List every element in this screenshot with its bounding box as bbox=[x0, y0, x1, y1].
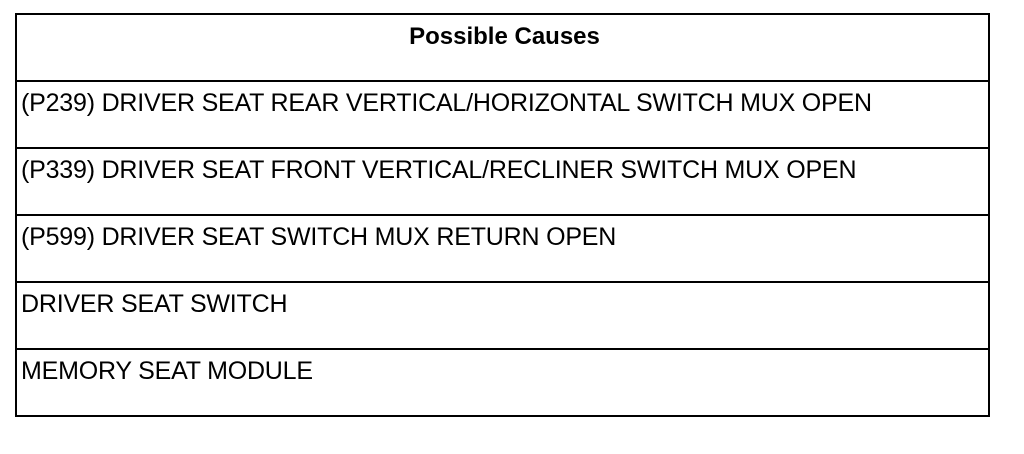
table-header-possible-causes: Possible Causes bbox=[15, 13, 990, 82]
table-row: DRIVER SEAT SWITCH bbox=[15, 281, 990, 350]
table-row: (P239) DRIVER SEAT REAR VERTICAL/HORIZON… bbox=[15, 80, 990, 149]
cause-cell: (P599) DRIVER SEAT SWITCH MUX RETURN OPE… bbox=[15, 214, 990, 283]
cause-cell: DRIVER SEAT SWITCH bbox=[15, 281, 990, 350]
table-row: (P599) DRIVER SEAT SWITCH MUX RETURN OPE… bbox=[15, 214, 990, 283]
table-row: MEMORY SEAT MODULE bbox=[15, 348, 990, 417]
cause-cell: MEMORY SEAT MODULE bbox=[15, 348, 990, 417]
table-row: (P339) DRIVER SEAT FRONT VERTICAL/RECLIN… bbox=[15, 147, 990, 216]
cause-cell: (P339) DRIVER SEAT FRONT VERTICAL/RECLIN… bbox=[15, 147, 990, 216]
cause-cell: (P239) DRIVER SEAT REAR VERTICAL/HORIZON… bbox=[15, 80, 990, 149]
possible-causes-table: Possible Causes (P239) DRIVER SEAT REAR … bbox=[15, 13, 990, 417]
table-header-row: Possible Causes bbox=[15, 13, 990, 82]
